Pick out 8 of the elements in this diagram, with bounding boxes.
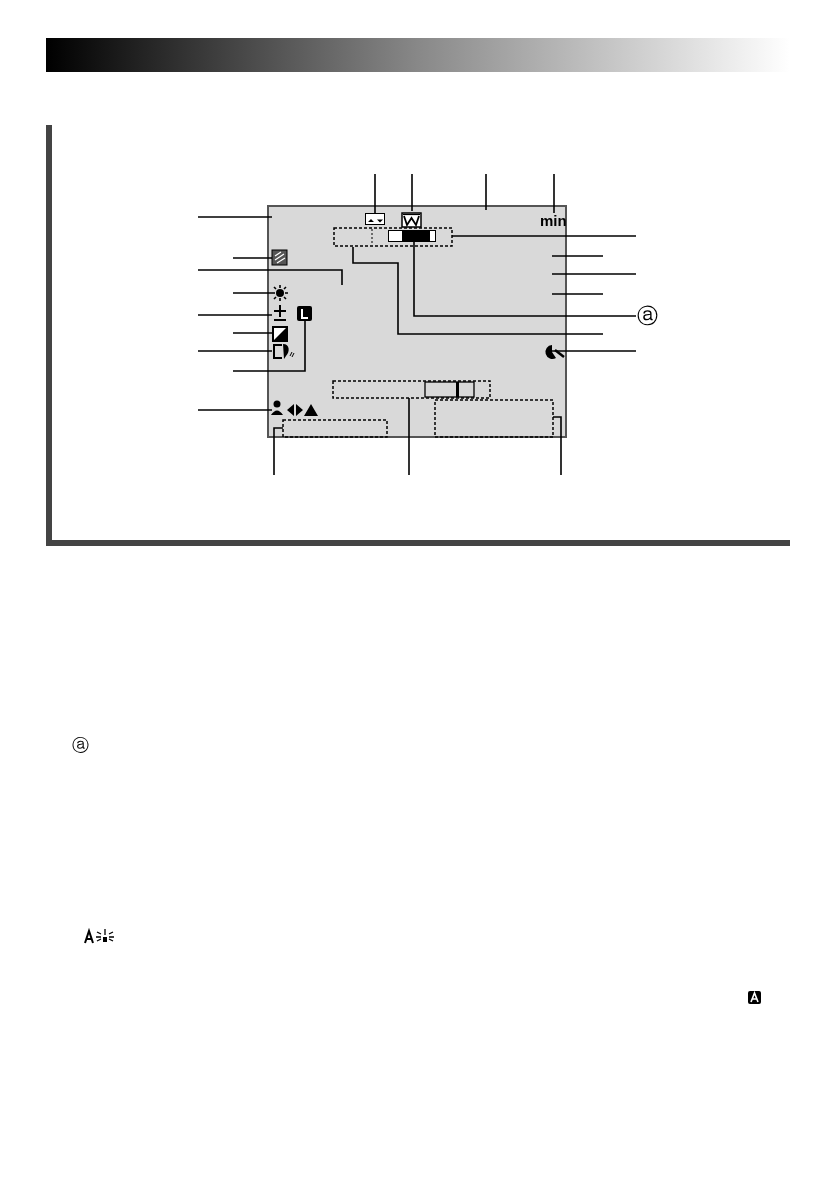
zoom-bar <box>388 230 436 242</box>
callout-letter: ⓐ <box>636 305 658 327</box>
callout-letter: ⓐ <box>72 737 89 754</box>
lcd-screen <box>267 205 567 438</box>
zoom-mode-indicator <box>365 213 385 225</box>
leader-line <box>413 241 637 317</box>
leader-line <box>374 173 376 214</box>
leader-line <box>553 173 555 214</box>
